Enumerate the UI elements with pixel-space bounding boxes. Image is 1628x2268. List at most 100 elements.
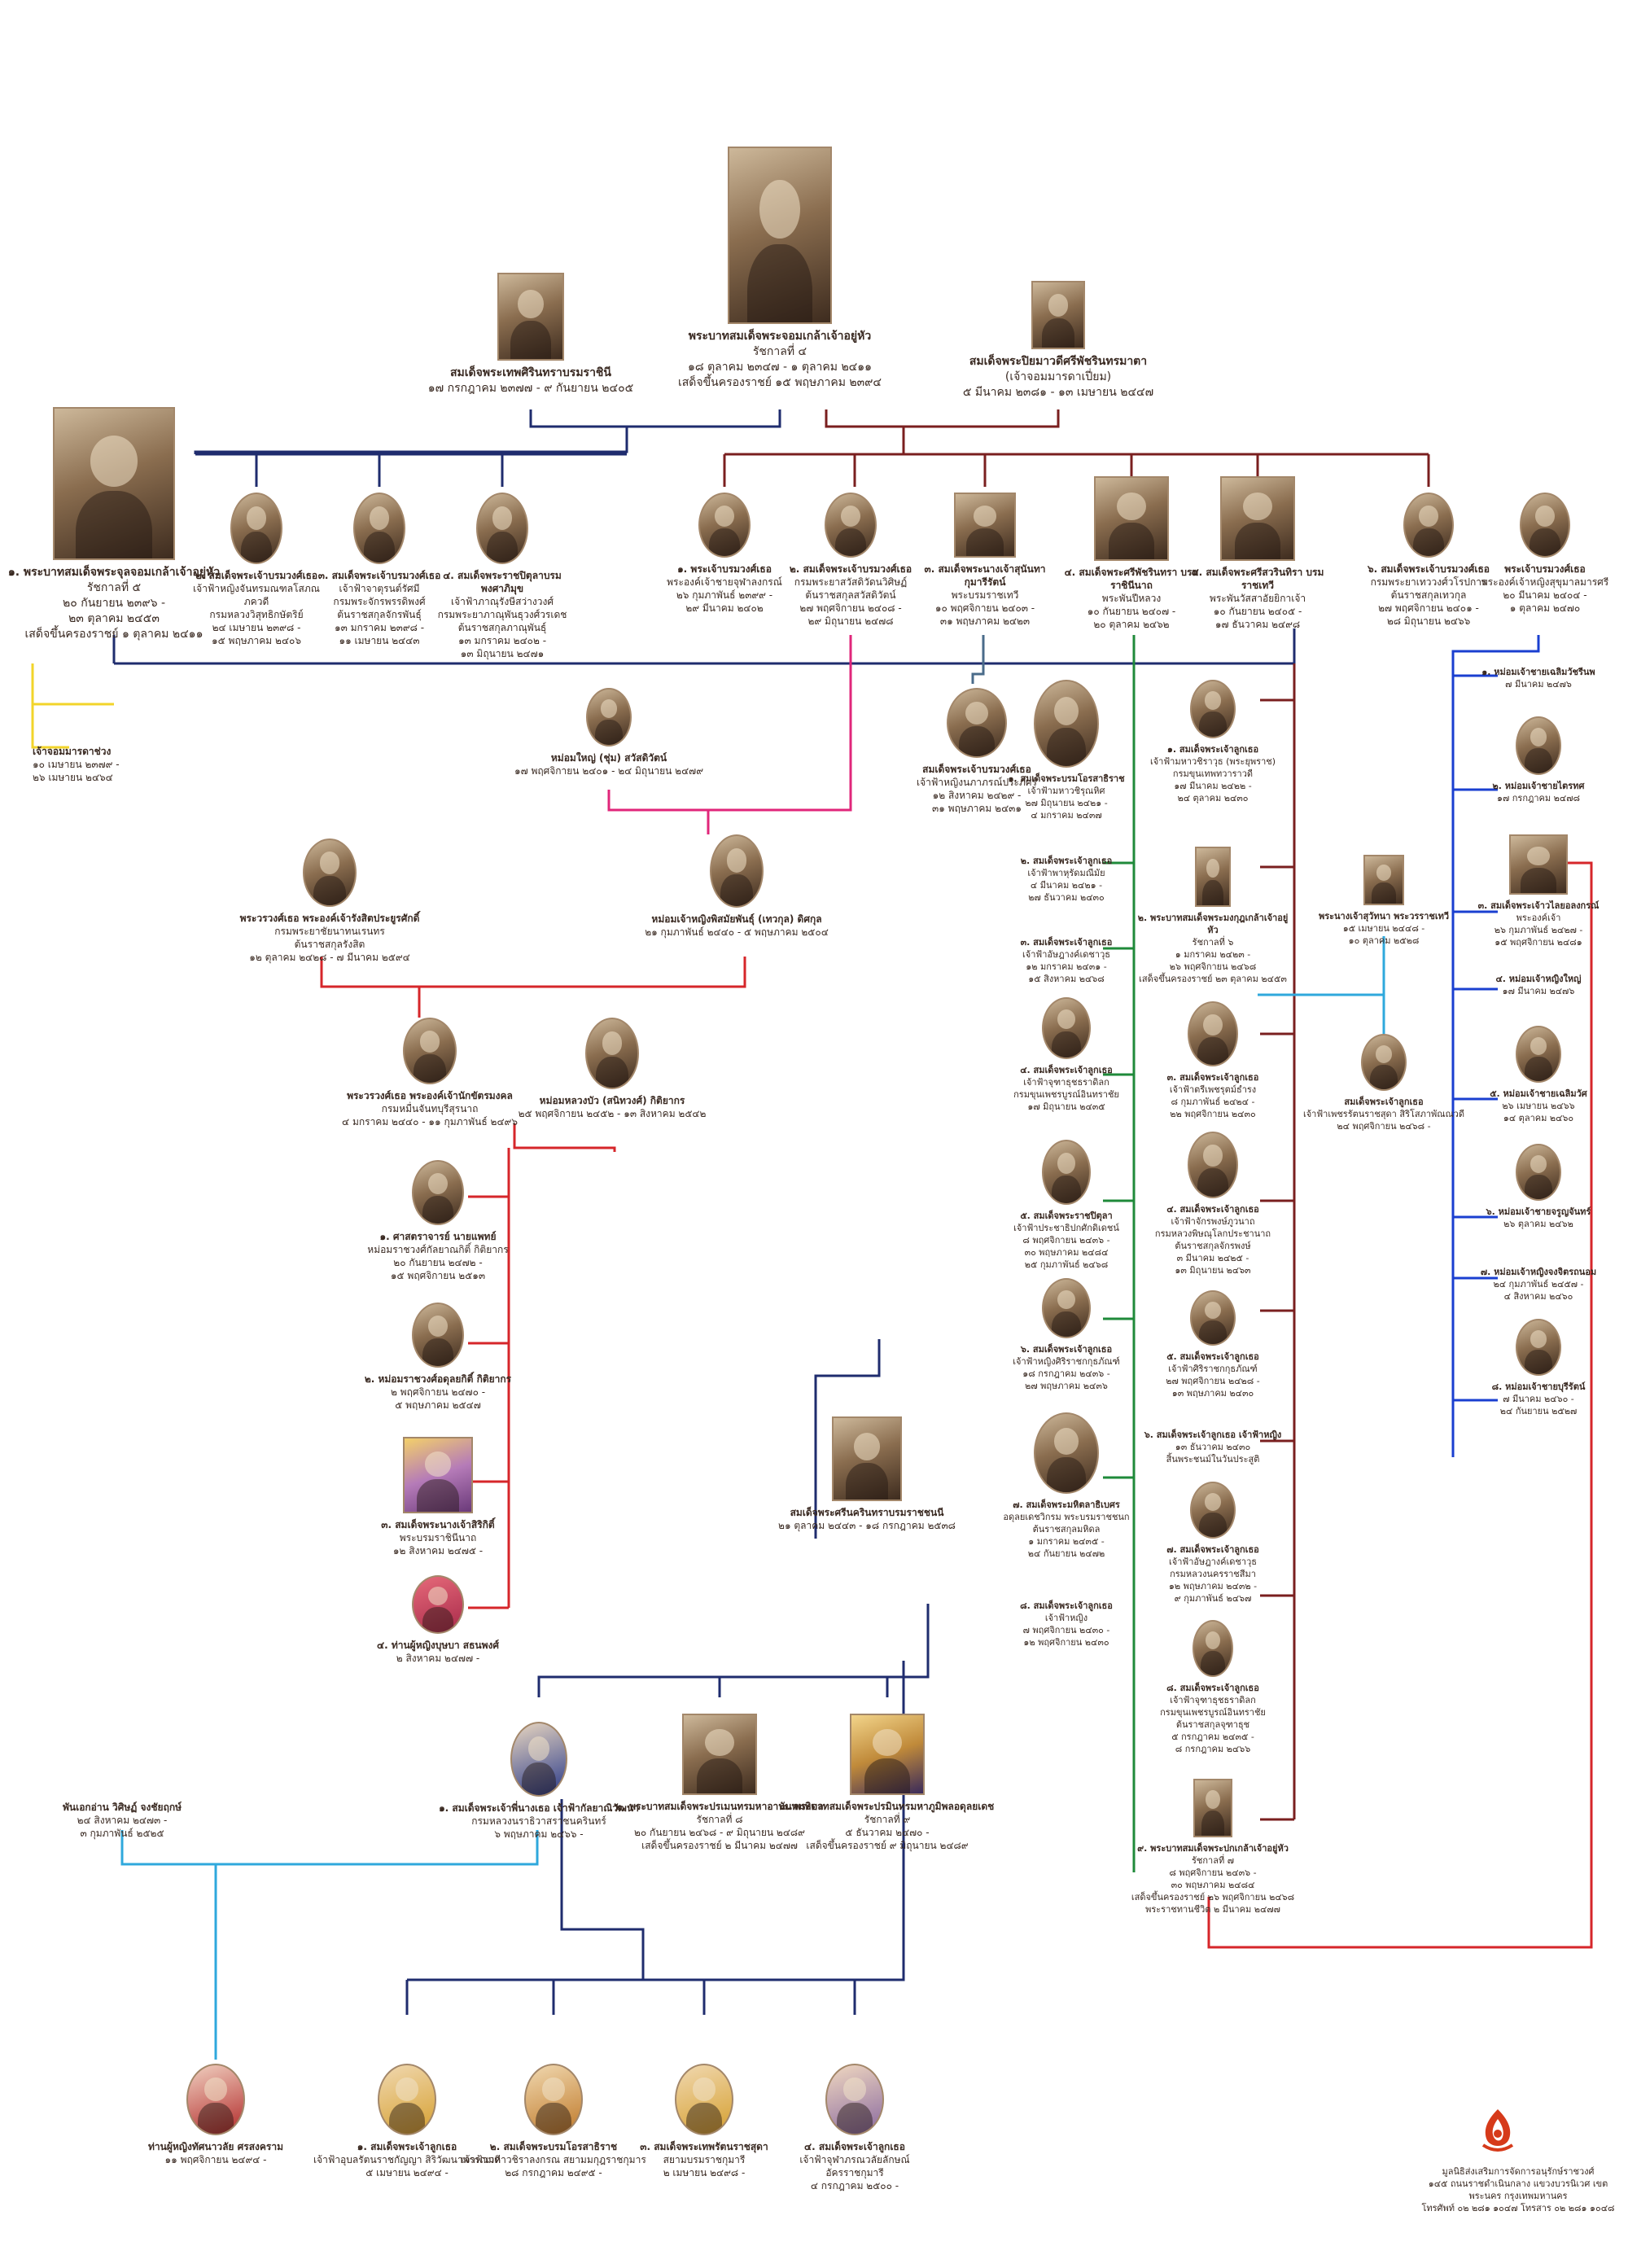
portrait-photo xyxy=(303,838,357,907)
person-suvattana: พระนางเจ้าสุวัทนา พระวรราชเทวี ๑๕ เมษายน… xyxy=(1311,855,1457,947)
person-name: ๗. หม่อมเจ้าหญิงจงจิตรถนอม xyxy=(1480,1267,1597,1277)
person-detail: เจ้าฟ้าหญิงนภาภรณ์ประภัศร์ ๑๒ สิงหาคม ๒๔… xyxy=(917,777,1037,814)
person-p6: ๖. สมเด็จพระเจ้าบรมวงศ์เธอ กรมพระยาเทววง… xyxy=(1363,493,1494,628)
person-detail: รัชกาลที่ ๗ ๘ พฤศจิกายน ๒๔๓๖ - ๓๐ พฤษภาค… xyxy=(1131,1855,1295,1915)
portrait-photo xyxy=(954,493,1016,558)
person-name: พระบาทสมเด็จพระจอมเกล้าเจ้าอยู่หัว xyxy=(688,330,872,343)
person-detail: พระพันปีหลวง ๑๐ กันยายน ๒๔๐๗ - ๒๐ ตุลาคม… xyxy=(1087,593,1176,630)
person-name: ๒. สมเด็จพระเจ้าบรมวงศ์เธอ xyxy=(789,563,912,575)
portrait-photo xyxy=(53,407,175,560)
person-detail: พระองค์เจ้าหญิงสุขุมาลมารศรี ๒๐ มีนาคม ๒… xyxy=(1481,576,1609,614)
portrait-photo xyxy=(710,834,764,908)
person-d5: ๕. สมเด็จพระเจ้าลูกเธอ เจ้าฟ้าศิริราชกกุ… xyxy=(1140,1290,1286,1399)
person-name: ๓. สมเด็จพระเจ้าลูกเธอ xyxy=(1020,937,1113,948)
person-name: ๕. สมเด็จพระราชปิตุลา xyxy=(1020,1211,1113,1221)
portrait-photo xyxy=(1520,493,1570,558)
person-name: สมเด็จพระเจ้าลูกเธอ xyxy=(1344,1097,1424,1107)
person-name: ๖. สมเด็จพระเจ้าบรมวงศ์เธอ xyxy=(1367,563,1490,575)
person-e7: ๗. หม่อมเจ้าหญิงจงจิตรถนอม ๒๔ กุมภาพันธ์… xyxy=(1457,1266,1620,1303)
person-detail: เจ้าฟ้าหญิง ๗ พฤศจิกายน ๒๔๓๐ - ๑๒ พฤศจิก… xyxy=(1022,1613,1110,1648)
person-rama8: ๒. พระบาทสมเด็จพระปรเมนทรมหาอานันทมหิดล … xyxy=(581,1714,858,1852)
person-detail: ๑๗ กรกฎาคม ๒๓๗๗ - ๙ กันยายน ๒๔๐๕ xyxy=(427,382,634,395)
person-detail: กรมหลวงนราธิวาสราชนครินทร์ ๖ พฤษภาคม ๒๔๖… xyxy=(471,1815,606,1840)
person-detail: รัชกาลที่ ๖ ๑ มกราคม ๒๔๒๓ - ๒๖ พฤศจิกายน… xyxy=(1139,937,1287,984)
portrait-photo xyxy=(412,1575,464,1634)
person-name: ๖. สมเด็จพระเจ้าลูกเธอ เจ้าฟ้าหญิง xyxy=(1144,1430,1282,1440)
person-detail: กรมพระยาเทววงศ์วโรปการ ต้นราชสกุลเทวกุล … xyxy=(1370,576,1487,627)
portrait-photo xyxy=(1034,680,1099,768)
person-name: ๙. พระบาทสมเด็จพระปกเกล้าเจ้าอยู่หัว xyxy=(1137,1843,1289,1854)
portrait-photo xyxy=(585,1018,639,1089)
person-d7: ๗. สมเด็จพระเจ้าลูกเธอ เจ้าฟ้าอัษฎางค์เด… xyxy=(1136,1482,1290,1605)
person-detail: กรมหมื่นจันทบุรีสุรนาถ ๔ มกราคม ๒๔๔๐ - ๑… xyxy=(342,1103,518,1127)
person-p2: ๒. สมเด็จพระเจ้าบรมวงศ์เธอ กรมพระยาสวัสด… xyxy=(786,493,916,628)
person-detail: ๒๕ พฤศจิกายน ๒๔๕๒ - ๑๓ สิงหาคม ๒๕๔๒ xyxy=(518,1108,707,1119)
person-mayelm: หม่อมเจ้าหญิงพิสมัยพันธุ์ (เทวกุล) ดิศกุ… xyxy=(590,834,883,939)
person-detail: เจ้าฟ้าภาณุรังษีสว่างวงศ์ กรมพระยาภาณุพั… xyxy=(437,596,567,659)
person-rama9: ๓. พระบาทสมเด็จพระปรมินทรมหาภูมิพลอดุลยเ… xyxy=(757,1714,1017,1852)
person-mahidol: ๗. สมเด็จพระมหิตลาธิเบศร อดุลยเดชวิกรม พ… xyxy=(989,1412,1144,1560)
person-detail: ๑๗ มีนาคม ๒๔๗๖ xyxy=(1502,986,1575,996)
person-detail: กรมพระยาสวัสดิวัดนวิศิษฏ์ ต้นราชสกุลสวัส… xyxy=(794,576,908,627)
person-name: ๔. สมเด็จพระเจ้าลูกเธอ xyxy=(1166,1204,1259,1215)
person-name: สมเด็จพระเจ้าบรมวงศ์เธอ xyxy=(922,764,1031,775)
person-detail: เจ้าฟ้าจาตุรนต์รัศมี กรมพระจักรพรรดิพงศ์… xyxy=(333,583,426,646)
portrait-photo xyxy=(825,2064,884,2135)
person-name: ๓. สมเด็จพระนางเจ้าสุนันทากุมารีรัตน์ xyxy=(924,563,1046,588)
portrait-photo xyxy=(832,1416,902,1501)
portrait-photo xyxy=(1363,855,1404,905)
person-detail: ๒ พฤศจิกายน ๒๔๗๐ - ๕ พฤษภาคม ๒๕๔๗ xyxy=(390,1386,486,1411)
person-name: ๓. สมเด็จพระนางเจ้าสิริกิติ์ xyxy=(381,1519,495,1530)
person-e4: ๔. หม่อมเจ้าหญิงใหญ่ ๑๗ มีนาคม ๒๔๗๖ xyxy=(1457,973,1620,997)
person-p5: ๕. สมเด็จพระศรีสวรินทิรา บรมราชเทวี พระพ… xyxy=(1184,476,1331,631)
person-detail: พระพันวัสสาอัยยิกาเจ้า ๑๐ กันยายน ๒๔๐๕ -… xyxy=(1209,593,1306,630)
person-busaba: ๔. ท่านผู้หญิงบุษบา สธนพงศ์ ๒ สิงหาคม ๒๔… xyxy=(332,1575,544,1665)
person-name: ๘. สมเด็จพระเจ้าลูกเธอ xyxy=(1020,1600,1113,1611)
person-name: ๔. สมเด็จพระราชปิตุลาบรมพงศาภิมุข xyxy=(443,570,562,594)
person-name: ๒. สมเด็จพระเจ้าลูกเธอ xyxy=(1020,856,1113,866)
person-c3: ๓. สมเด็จพระเจ้าลูกเธอ เจ้าฟ้าอัษฎางค์เด… xyxy=(993,936,1140,985)
portrait-photo xyxy=(497,273,564,361)
portrait-photo xyxy=(524,2064,583,2135)
person-detail: ๒ สิงหาคม ๒๔๗๗ - xyxy=(396,1653,480,1664)
person-name: ๗. สมเด็จพระมหิตลาธิเบศร xyxy=(1013,1500,1120,1510)
person-detail: เจ้าฟ้าอุบลรัตนราชกัญญา สิริวัฒนาพรรณวดี… xyxy=(313,2154,501,2178)
person-detail: ๗ มีนาคม ๒๔๗๖ xyxy=(1505,679,1572,690)
person-name: ๑. พระเจ้าบรมวงศ์เธอ xyxy=(677,563,772,575)
person-detail: เจ้าฟ้าจุฬาภรณวลัยลักษณ์ อัครราชกุมารี ๔… xyxy=(799,2154,910,2191)
person-detail: พระองค์เจ้าชายจุฬาลงกรณ์ ๒๖ กุมภาพันธ์ ๒… xyxy=(667,576,782,614)
person-name: ๓. สมเด็จพระเจ้าบรมวงศ์เธอ xyxy=(317,570,441,581)
portrait-photo xyxy=(412,1160,464,1225)
yellow-line xyxy=(31,663,69,749)
person-detail: เจ้าฟ้าหญิงศิริราชกกุธภัณฑ์ ๑๘ กรกฎาคม ๒… xyxy=(1013,1356,1120,1391)
person-name: หม่อมเจ้าหญิงพิสมัยพันธุ์ (เทวกุล) ดิศกุ… xyxy=(651,913,822,925)
portrait-photo xyxy=(1516,1319,1561,1376)
foundation-logo-icon xyxy=(1481,2109,1514,2152)
portrait-photo xyxy=(378,2064,436,2135)
person-c8: ๘. สมเด็จพระเจ้าลูกเธอ เจ้าฟ้าหญิง ๗ พฤศ… xyxy=(993,1600,1140,1648)
person-name: ๓. พระบาทสมเด็จพระปรมินทรมหาภูมิพลอดุลยเ… xyxy=(780,1801,995,1812)
person-c1: ๑. สมเด็จพระบรมโอรสาธิราช เจ้าฟ้ามหาวชิร… xyxy=(993,680,1140,821)
person-name: ๒. พระบาทสมเด็จพระปรเมนทรมหาอานันทมหิดล xyxy=(615,1801,824,1812)
person-detail: ๒๔ สิงหาคม ๒๔๗๓ - ๓ กุมภาพันธ์ ๒๕๒๕ xyxy=(77,1815,168,1839)
portrait-photo xyxy=(230,493,282,564)
person-d4: ๔. สมเด็จพระเจ้าลูกเธอ เจ้าฟ้าจักรพงษ์ภู… xyxy=(1136,1132,1290,1276)
person-mayai: หม่อมใหญ่ (ชุ่ม) สวัสดิวัตน์ ๑๗ พฤศจิกาย… xyxy=(475,688,743,777)
portrait-photo xyxy=(1403,493,1454,558)
portrait-photo xyxy=(1042,1140,1091,1205)
person-d6: ๖. สมเด็จพระเจ้าลูกเธอ เจ้าฟ้าหญิง ๑๓ ธั… xyxy=(1136,1429,1290,1465)
person-detail: รัชกาลที่ ๕ ๒๐ กันยายน ๒๓๙๖ - ๒๓ ตุลาคม … xyxy=(24,581,204,641)
portrait-photo xyxy=(1094,476,1169,561)
portrait-photo xyxy=(682,1714,757,1795)
portrait-photo xyxy=(1190,1482,1236,1539)
person-p4: ๔. สมเด็จพระศรีพัชรินทรา บรมราชินีนาถ พร… xyxy=(1058,476,1205,631)
person-detail: อดุลยเดชวิกรม พระบรมราชชนก ต้นราชสกุลมหิ… xyxy=(1003,1512,1130,1559)
person-name: ๖. หม่อมเจ้าชายจรูญจันทร์ xyxy=(1486,1206,1591,1217)
portrait-photo xyxy=(1042,997,1091,1059)
person-p1: ๑. พระเจ้าบรมวงศ์เธอ พระองค์เจ้าชายจุฬาล… xyxy=(655,493,794,615)
person-detail: พระองค์เจ้า ๒๖ กุมภาพันธ์ ๒๔๒๗ - ๑๕ พฤศจ… xyxy=(1494,913,1583,948)
person-e6: ๖. หม่อมเจ้าชายจรูญจันทร์ ๒๖ ตุลาคม ๒๔๖๒ xyxy=(1457,1144,1620,1230)
person-rama6: ๒. พระบาทสมเด็จพระมงกุฎเกล้าเจ้าอยู่หัว … xyxy=(1136,847,1290,985)
person-detail: เจ้าฟ้าอัษฎางค์เดชาวุธ ๑๒ มกราคม ๒๔๓๑ - … xyxy=(1022,949,1110,984)
person-p7: พระเจ้าบรมวงศ์เธอ พระองค์เจ้าหญิงสุขุมาล… xyxy=(1480,493,1610,615)
